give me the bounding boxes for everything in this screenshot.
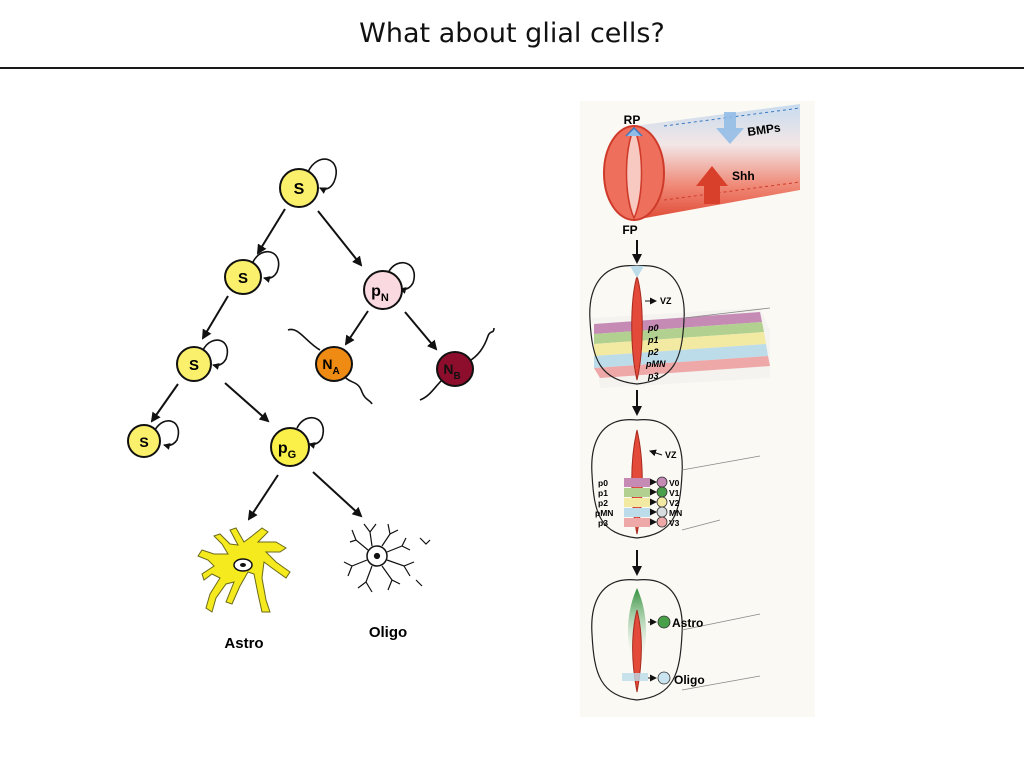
domain-label: p2 — [647, 347, 659, 357]
oligo-dot — [657, 671, 671, 685]
domain-label: p0 — [647, 323, 659, 333]
self-renewal-loop-pn — [387, 262, 416, 294]
nb-subscript: B — [453, 371, 460, 382]
oligo-caption: Oligo — [369, 624, 407, 641]
domain-label-left: p0 — [598, 478, 608, 488]
shh-label: Shh — [732, 169, 755, 183]
svg-text:NB: NB — [443, 361, 460, 382]
astrocyte-drawing — [197, 527, 291, 613]
domain-label-left: p2 — [598, 498, 608, 508]
domain-label: p1 — [647, 335, 659, 345]
slide-title: What about glial cells? — [359, 18, 665, 49]
arrow-stem2-to-stem3 — [201, 295, 229, 340]
arrow-stem3-to-stem4 — [150, 383, 179, 423]
nb-main: N — [443, 361, 453, 377]
arrow-stem3-to-pg — [224, 382, 270, 423]
bmp-arrow-icon — [716, 112, 744, 144]
floor-plate-label: FP — [622, 223, 637, 237]
stem-cell-1: S — [279, 168, 319, 208]
stem-cell-label: S — [294, 181, 305, 198]
svg-text:pG: pG — [278, 440, 296, 461]
arrow-pg-to-oligo — [312, 471, 363, 518]
pg-subscript: G — [288, 449, 297, 461]
tube-signaling-section: RP BMPs Shh FP — [603, 104, 801, 237]
neuron-type-label: V3 — [669, 518, 680, 528]
neuron-type-label: V1 — [669, 488, 680, 498]
stem-cell-4: S — [127, 424, 161, 458]
stem-cell-3: S — [176, 346, 212, 382]
title-divider — [0, 67, 1024, 69]
neuron-a-cell: NA — [287, 328, 373, 405]
domain-label-left: pMN — [595, 508, 613, 518]
pn-main: p — [371, 283, 381, 300]
stem-cell-label: S — [189, 357, 199, 374]
pg-main: p — [278, 440, 288, 457]
neuron-b-cell: NB — [419, 327, 495, 401]
arrow-stem1-to-pn — [317, 210, 363, 267]
stem-cell-label: S — [238, 270, 248, 287]
arrow-pn-to-na — [344, 310, 369, 346]
na-subscript: A — [332, 366, 339, 377]
astro-label: Astro — [672, 616, 703, 630]
domain-label-left: p3 — [598, 518, 608, 528]
self-renewal-loop-stem4 — [154, 420, 180, 450]
neuron-type-label: MN — [669, 508, 682, 518]
tube-glia-section: Astro Oligo — [591, 579, 761, 701]
astro-caption: Astro — [224, 635, 263, 652]
svg-text:NA: NA — [322, 356, 339, 377]
self-renewal-loop-stem1 — [307, 158, 337, 194]
glial-progenitor-cell: pG — [270, 427, 310, 467]
na-main: N — [322, 356, 332, 372]
oligo-label: Oligo — [674, 673, 705, 687]
bmp-label: BMPs — [746, 120, 781, 139]
domain-label: p3 — [647, 371, 659, 381]
vz-label: VZ — [660, 296, 672, 306]
self-renewal-loop-pg — [296, 417, 325, 449]
tube-domains-section: VZ p0 p1 p2 pMN p3 — [589, 265, 771, 388]
arrow-pg-to-astro — [247, 474, 279, 521]
stem-cell-label: S — [139, 434, 148, 450]
neural-tube-panel: RP BMPs Shh FP VZ p0 p1 p2 pMN — [580, 101, 815, 717]
oligodendrocyte-drawing — [343, 523, 431, 593]
roof-plate-label: RP — [624, 113, 641, 127]
domain-label: pMN — [645, 359, 666, 369]
self-renewal-loop-stem2 — [252, 251, 280, 283]
arrow-pn-to-nb — [404, 311, 438, 351]
astro-dot — [657, 615, 671, 629]
neuron-progenitor-cell: pN — [363, 270, 403, 310]
shh-arrow-icon — [696, 166, 728, 204]
pn-subscript: N — [381, 292, 389, 304]
lineage-tree: S S S S pN NA NB — [127, 158, 495, 652]
tube-neurons-section: VZ p0 p1 p2 — [591, 419, 761, 539]
neuron-type-label: V2 — [669, 498, 680, 508]
vz-label-2: VZ — [665, 450, 677, 460]
self-renewal-loop-stem3 — [202, 339, 229, 370]
arrow-stem1-to-stem2 — [256, 208, 286, 255]
stem-cell-2: S — [224, 259, 262, 295]
svg-text:pN: pN — [371, 283, 389, 304]
domain-label-left: p1 — [598, 488, 608, 498]
domain-neuron-rows — [624, 476, 668, 528]
neuron-type-label: V0 — [669, 478, 680, 488]
